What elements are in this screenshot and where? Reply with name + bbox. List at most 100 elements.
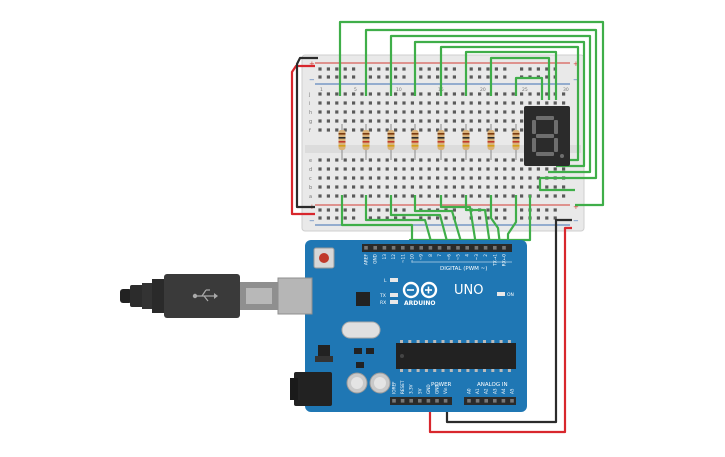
breadboard-hole[interactable] bbox=[436, 176, 440, 180]
breadboard-hole[interactable] bbox=[545, 185, 549, 189]
rail-hole[interactable] bbox=[402, 75, 406, 79]
rail-hole[interactable] bbox=[545, 67, 549, 71]
breadboard-hole[interactable] bbox=[494, 158, 498, 162]
power-pin-hole[interactable] bbox=[435, 399, 439, 403]
breadboard-hole[interactable] bbox=[402, 185, 406, 189]
breadboard-hole[interactable] bbox=[478, 158, 482, 162]
wire-green-loop-5[interactable] bbox=[439, 45, 580, 162]
breadboard-hole[interactable] bbox=[511, 101, 515, 105]
breadboard-hole[interactable] bbox=[469, 92, 473, 96]
breadboard-hole[interactable] bbox=[427, 101, 431, 105]
breadboard-hole[interactable] bbox=[436, 194, 440, 198]
breadboard-hole[interactable] bbox=[385, 194, 389, 198]
breadboard-hole[interactable] bbox=[520, 92, 524, 96]
breadboard-hole[interactable] bbox=[511, 110, 515, 114]
breadboard-hole[interactable] bbox=[335, 176, 339, 180]
rail-hole[interactable] bbox=[469, 67, 473, 71]
breadboard-hole[interactable] bbox=[444, 92, 448, 96]
breadboard-hole[interactable] bbox=[360, 92, 364, 96]
breadboard-hole[interactable] bbox=[377, 176, 381, 180]
breadboard-hole[interactable] bbox=[335, 110, 339, 114]
breadboard-hole[interactable] bbox=[494, 92, 498, 96]
breadboard-hole[interactable] bbox=[343, 185, 347, 189]
breadboard-hole[interactable] bbox=[503, 185, 507, 189]
breadboard-hole[interactable] bbox=[427, 110, 431, 114]
rail-hole[interactable] bbox=[520, 67, 524, 71]
breadboard-hole[interactable] bbox=[494, 185, 498, 189]
wire-green-d6[interactable] bbox=[464, 195, 492, 246]
wire-green-d7[interactable] bbox=[489, 195, 502, 246]
breadboard-hole[interactable] bbox=[326, 158, 330, 162]
digital-pin-hole[interactable] bbox=[465, 246, 469, 250]
breadboard-hole[interactable] bbox=[444, 194, 448, 198]
breadboard-hole[interactable] bbox=[469, 128, 473, 132]
rail-hole[interactable] bbox=[494, 216, 498, 220]
breadboard-hole[interactable] bbox=[553, 194, 557, 198]
breadboard-hole[interactable] bbox=[469, 101, 473, 105]
breadboard-hole[interactable] bbox=[410, 185, 414, 189]
digital-pin-hole[interactable] bbox=[502, 246, 506, 250]
breadboard-hole[interactable] bbox=[343, 158, 347, 162]
resistor-3[interactable] bbox=[387, 124, 395, 160]
breadboard-hole[interactable] bbox=[343, 110, 347, 114]
breadboard-hole[interactable] bbox=[368, 185, 372, 189]
rail-hole[interactable] bbox=[352, 75, 356, 79]
breadboard-hole[interactable] bbox=[486, 92, 490, 96]
breadboard-hole[interactable] bbox=[394, 167, 398, 171]
breadboard-hole[interactable] bbox=[343, 101, 347, 105]
breadboard-hole[interactable] bbox=[478, 194, 482, 198]
breadboard-hole[interactable] bbox=[536, 176, 540, 180]
breadboard-hole[interactable] bbox=[452, 176, 456, 180]
breadboard-hole[interactable] bbox=[402, 176, 406, 180]
breadboard-hole[interactable] bbox=[444, 176, 448, 180]
breadboard-hole[interactable] bbox=[520, 119, 524, 123]
breadboard-hole[interactable] bbox=[427, 128, 431, 132]
rail-hole[interactable] bbox=[503, 208, 507, 212]
rail-hole[interactable] bbox=[368, 216, 372, 220]
breadboard-hole[interactable] bbox=[368, 101, 372, 105]
breadboard-hole[interactable] bbox=[436, 185, 440, 189]
rail-hole[interactable] bbox=[444, 75, 448, 79]
rail-hole[interactable] bbox=[494, 208, 498, 212]
power-pin-hole[interactable] bbox=[409, 399, 413, 403]
wire-green-loop-8[interactable] bbox=[514, 76, 544, 100]
breadboard-hole[interactable] bbox=[478, 167, 482, 171]
breadboard-hole[interactable] bbox=[494, 194, 498, 198]
breadboard-hole[interactable] bbox=[427, 92, 431, 96]
digital-pin-hole[interactable] bbox=[447, 246, 451, 250]
rail-hole[interactable] bbox=[402, 216, 406, 220]
breadboard-hole[interactable] bbox=[394, 128, 398, 132]
breadboard-hole[interactable] bbox=[326, 194, 330, 198]
rail-hole[interactable] bbox=[469, 75, 473, 79]
breadboard-hole[interactable] bbox=[335, 101, 339, 105]
breadboard-hole[interactable] bbox=[452, 167, 456, 171]
rail-hole[interactable] bbox=[478, 67, 482, 71]
rail-hole[interactable] bbox=[478, 216, 482, 220]
wire-red-5v[interactable] bbox=[428, 226, 572, 434]
breadboard-hole[interactable] bbox=[478, 119, 482, 123]
breadboard-hole[interactable] bbox=[511, 167, 515, 171]
breadboard-hole[interactable] bbox=[494, 128, 498, 132]
wire-green-d1[interactable] bbox=[340, 195, 414, 245]
breadboard-hole[interactable] bbox=[452, 92, 456, 96]
breadboard-hole[interactable] bbox=[335, 167, 339, 171]
breadboard-hole[interactable] bbox=[394, 185, 398, 189]
rail-hole[interactable] bbox=[318, 208, 322, 212]
breadboard-hole[interactable] bbox=[410, 128, 414, 132]
breadboard-hole[interactable] bbox=[335, 92, 339, 96]
breadboard-hole[interactable] bbox=[368, 158, 372, 162]
breadboard-hole[interactable] bbox=[410, 119, 414, 123]
breadboard-hole[interactable] bbox=[503, 194, 507, 198]
rail-hole[interactable] bbox=[368, 208, 372, 212]
breadboard-hole[interactable] bbox=[486, 128, 490, 132]
rail-hole[interactable] bbox=[394, 208, 398, 212]
rail-hole[interactable] bbox=[545, 75, 549, 79]
wire-green-loop-3[interactable] bbox=[389, 34, 592, 174]
breadboard-hole[interactable] bbox=[394, 110, 398, 114]
breadboard-hole[interactable] bbox=[494, 101, 498, 105]
digital-pin-hole[interactable] bbox=[428, 246, 433, 250]
breadboard-hole[interactable] bbox=[368, 92, 372, 96]
breadboard-hole[interactable] bbox=[478, 176, 482, 180]
wire-green-loop-7[interactable] bbox=[489, 56, 551, 100]
reset-button[interactable] bbox=[319, 253, 329, 263]
